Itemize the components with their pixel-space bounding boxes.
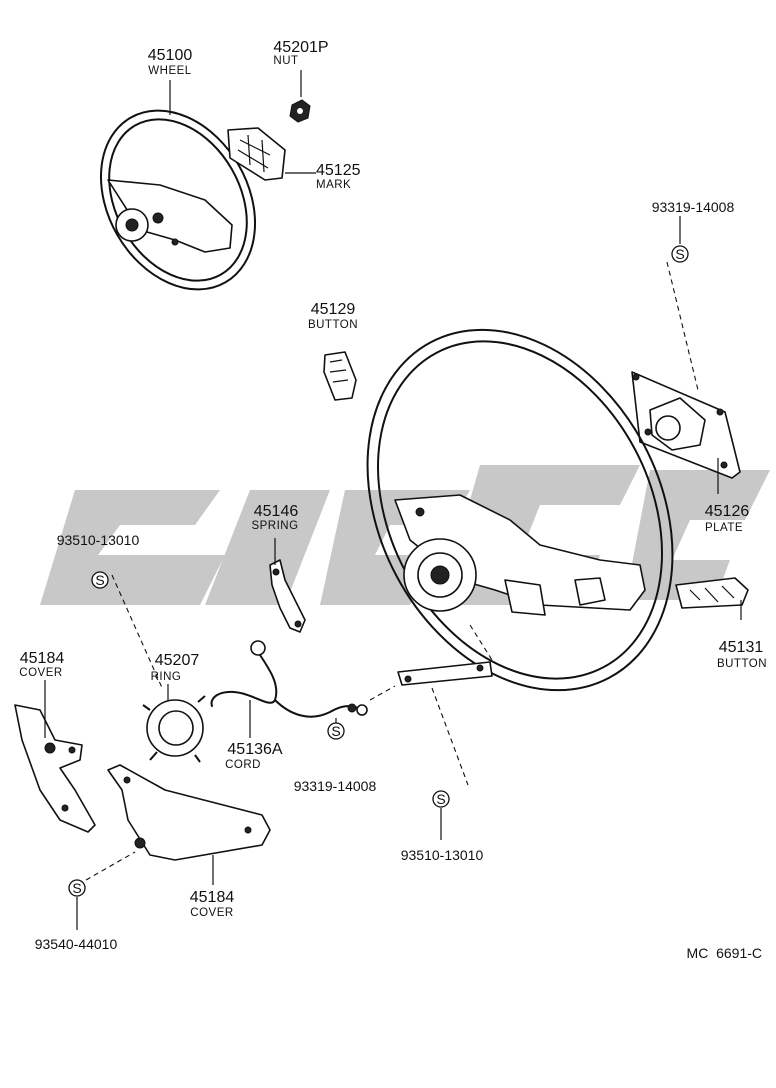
label-cord-name: CORD [225,759,261,771]
svg-text:S: S [675,246,684,262]
screw-symbol-cord: S [327,722,345,740]
label-wheel-number: 45100 [148,47,193,64]
steering-wheel-drawing [366,328,674,692]
label-screw-bottom-left-code: 93540-44010 [35,936,118,952]
label-spring-number: 45146 [254,503,299,520]
label-button-top-number: 45129 [311,301,356,318]
screw-symbol-bottom-left: S [68,879,86,897]
label-cover-bottom-number: 45184 [190,889,235,906]
label-cover-bottom-name: COVER [190,907,233,919]
label-nut-number: 45201P [273,39,328,56]
label-ring-name: RING [151,671,182,683]
label-cover-left-number: 45184 [20,650,65,667]
screw-symbol-center: S [432,790,450,808]
svg-text:S: S [436,791,445,807]
nut-drawing [289,99,311,123]
label-screw-cord-code: 93319-14008 [294,778,377,794]
plate-drawing [631,371,741,479]
cover-left-drawing [14,704,96,833]
label-plate-number: 45126 [705,503,750,520]
label-wheel-name: WHEEL [148,65,192,77]
spring-drawing [269,559,306,633]
label-mark-number: 45125 [316,162,361,179]
label-nut-name: NUT [273,55,298,67]
label-plate-name: PLATE [705,522,743,534]
label-ring-number: 45207 [155,652,200,669]
label-spring-name: SPRING [251,520,298,532]
cover-bottom-drawing [107,764,271,861]
label-button-right-number: 45131 [719,639,764,656]
cord-drawing [210,640,368,718]
mark-drawing [227,127,286,181]
button-right-drawing [675,577,749,609]
svg-text:S: S [72,880,81,896]
label-cover-left-name: COVER [19,667,62,679]
label-screw-top-right-code: 93319-14008 [652,199,735,215]
label-button-top-name: BUTTON [308,319,358,331]
label-screw-left-code: 93510-13010 [57,532,140,548]
screw-symbol-top-right: S [671,245,689,263]
button-top-drawing [323,351,357,401]
diagram-reference: MC 6691-C [687,945,762,961]
wheel-drawing [99,109,257,291]
screw-symbol-left: S [91,571,109,589]
label-button-right-name: BUTTON [717,658,767,670]
ring-drawing [142,695,206,763]
svg-text:S: S [95,572,104,588]
label-cord-number: 45136A [227,741,282,758]
center-bracket-drawing [397,661,493,686]
svg-text:S: S [331,723,340,739]
label-screw-center-code: 93510-13010 [401,847,484,863]
label-mark-name: MARK [316,179,351,191]
